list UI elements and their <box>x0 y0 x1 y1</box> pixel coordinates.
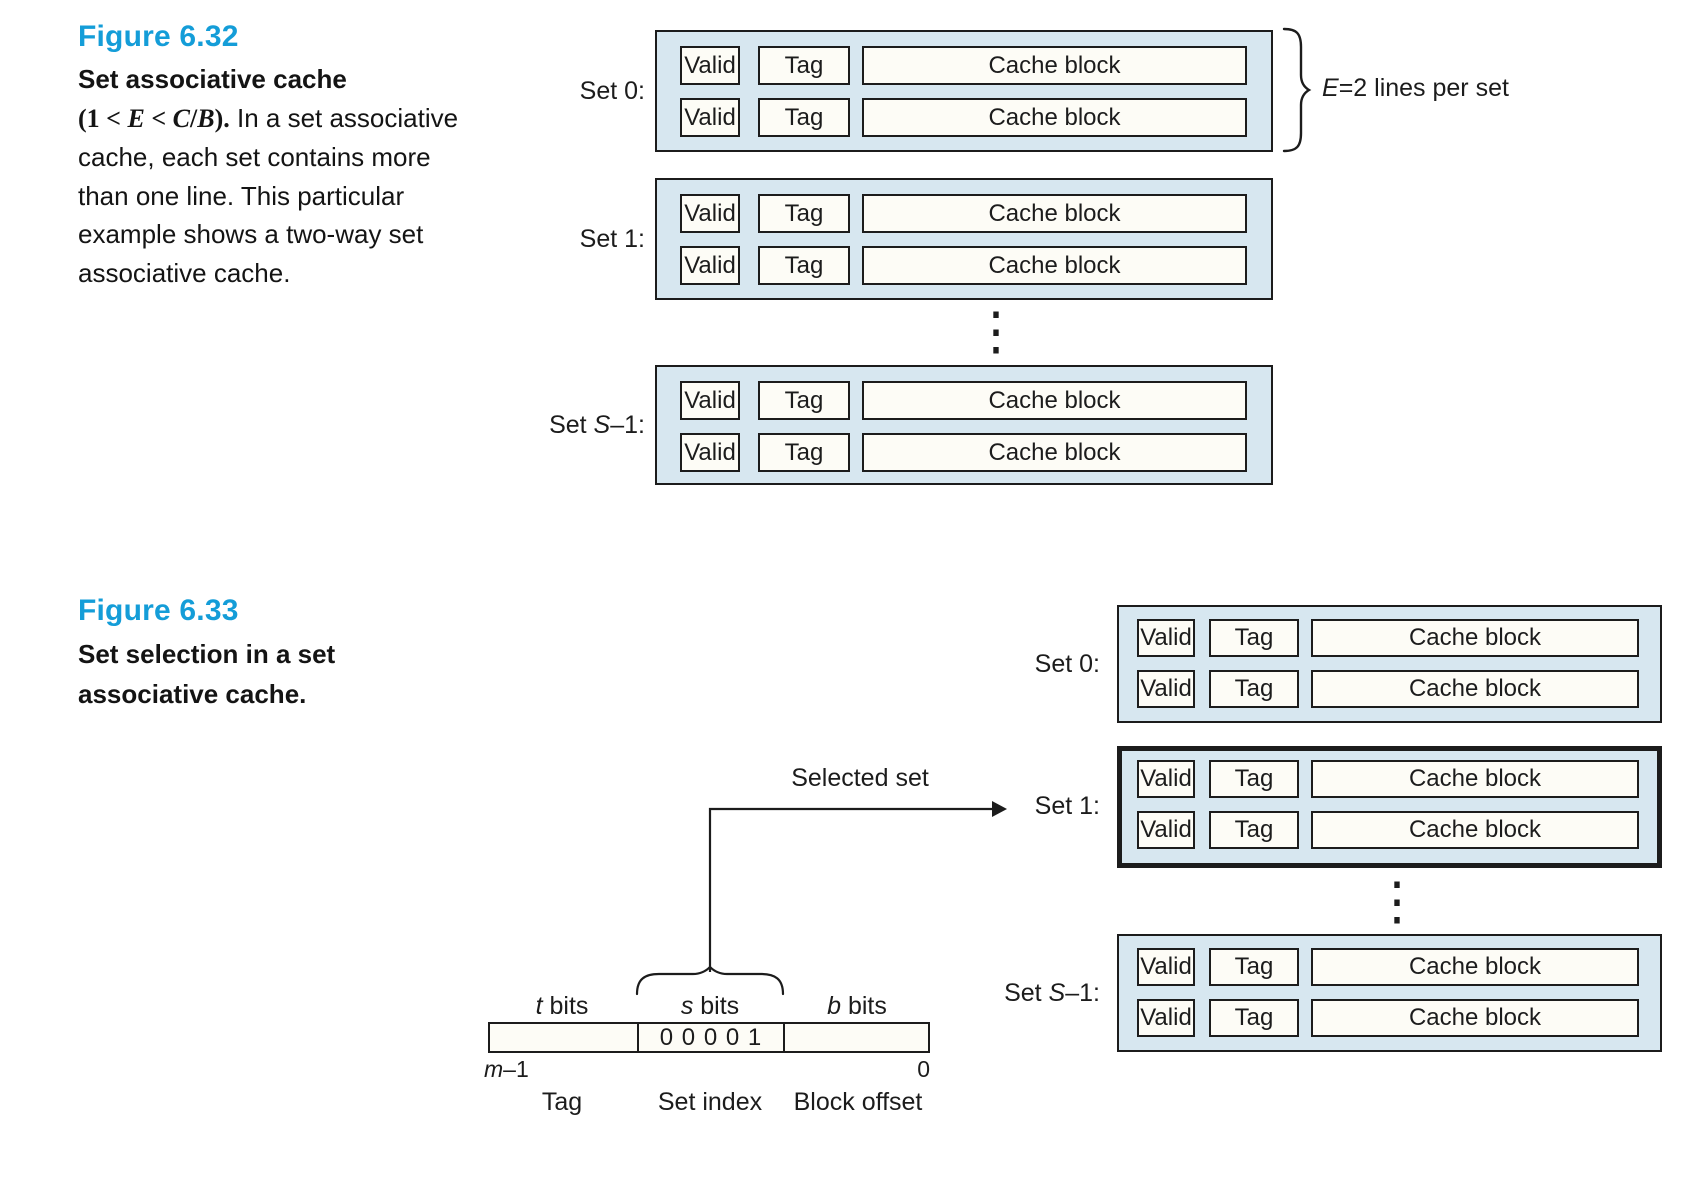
figure32-set1-box: Valid Tag Cache block Valid Tag Cache bl… <box>655 178 1273 300</box>
valid-cell: Valid <box>680 381 740 420</box>
tag-cell: Tag <box>758 381 850 420</box>
tag-cell: Tag <box>758 98 850 137</box>
tag-cell: Tag <box>1209 999 1299 1037</box>
figure32-setS-label: Set S–1: <box>549 411 645 439</box>
set-index-field: 0 0 0 0 1 <box>637 1024 785 1051</box>
cache-block-cell: Cache block <box>862 98 1247 137</box>
t-bits-label: t bits <box>535 992 589 1020</box>
lsb-index-label: 0 <box>917 1056 930 1082</box>
tag-cell: Tag <box>1209 811 1299 849</box>
address-bit-field: 0 0 0 0 1 <box>488 1022 930 1053</box>
valid-cell: Valid <box>680 433 740 472</box>
lines-per-set-label: E=2 lines per set <box>1322 74 1509 102</box>
figure33-setS-box: Valid Tag Cache block Valid Tag Cache bl… <box>1117 934 1662 1052</box>
tag-cell: Tag <box>1209 948 1299 986</box>
valid-cell: Valid <box>680 98 740 137</box>
tag-cell: Tag <box>758 194 850 233</box>
figure33-set0-label: Set 0: <box>1034 650 1100 678</box>
tag-part-label: Tag <box>541 1088 583 1116</box>
selected-set-label: Selected set <box>791 764 929 792</box>
cache-block-cell: Cache block <box>862 194 1247 233</box>
valid-cell: Valid <box>1137 760 1195 798</box>
figure33-setS-label: Set S–1: <box>1004 979 1100 1007</box>
s-bits-label: s bits <box>680 992 740 1020</box>
lines-per-set-brace <box>1282 27 1312 153</box>
valid-cell: Valid <box>1137 811 1195 849</box>
tag-cell: Tag <box>758 433 850 472</box>
figure32-caption: Set associative cache (1 < E < C/B). In a… <box>78 60 482 292</box>
valid-cell: Valid <box>1137 999 1195 1037</box>
figure32-caption-title: Set associative cache <box>78 64 347 94</box>
figure32-set0-label: Set 0: <box>579 77 645 105</box>
cache-block-cell: Cache block <box>1311 999 1639 1037</box>
valid-cell: Valid <box>680 246 740 285</box>
figure33-heading: Figure 6.33 <box>78 594 239 627</box>
block-offset-part-label: Block offset <box>793 1088 923 1116</box>
figure33-set1-box-selected: Valid Tag Cache block Valid Tag Cache bl… <box>1117 746 1662 868</box>
valid-cell: Valid <box>680 46 740 85</box>
figure33-set1-label: Set 1: <box>1034 792 1100 820</box>
figure32-heading: Figure 6.32 <box>78 20 239 53</box>
cache-block-cell: Cache block <box>1311 948 1639 986</box>
valid-cell: Valid <box>1137 948 1195 986</box>
cache-block-cell: Cache block <box>1311 760 1639 798</box>
valid-cell: Valid <box>1137 619 1195 657</box>
cache-block-cell: Cache block <box>1311 670 1639 708</box>
msb-index-label: m–1 <box>484 1056 529 1082</box>
cache-block-cell: Cache block <box>862 46 1247 85</box>
s-bits-brace <box>635 965 785 996</box>
tag-field <box>490 1024 637 1051</box>
figure32-set0-box: Valid Tag Cache block Valid Tag Cache bl… <box>655 30 1273 152</box>
selected-set-arrow <box>708 801 1007 972</box>
figure32-setS-box: Valid Tag Cache block Valid Tag Cache bl… <box>655 365 1273 485</box>
cache-block-cell: Cache block <box>862 246 1247 285</box>
block-offset-field <box>785 1024 928 1051</box>
tag-cell: Tag <box>1209 670 1299 708</box>
valid-cell: Valid <box>680 194 740 233</box>
tag-cell: Tag <box>1209 619 1299 657</box>
cache-block-cell: Cache block <box>1311 619 1639 657</box>
valid-cell: Valid <box>1137 670 1195 708</box>
vertical-ellipsis-icon: ⋮ <box>1371 873 1423 931</box>
figure32-set1-label: Set 1: <box>579 225 645 253</box>
vertical-ellipsis-icon: ⋮ <box>970 303 1022 361</box>
tag-cell: Tag <box>1209 760 1299 798</box>
tag-cell: Tag <box>758 46 850 85</box>
tag-cell: Tag <box>758 246 850 285</box>
cache-block-cell: Cache block <box>862 381 1247 420</box>
figure32-caption-math: (1 < E < C/B). <box>78 103 230 133</box>
set-index-part-label: Set index <box>657 1088 763 1116</box>
cache-block-cell: Cache block <box>862 433 1247 472</box>
cache-block-cell: Cache block <box>1311 811 1639 849</box>
figure33-set0-box: Valid Tag Cache block Valid Tag Cache bl… <box>1117 605 1662 723</box>
figure32-caption-text: In a set associative cache, each set con… <box>78 102 459 288</box>
b-bits-label: b bits <box>827 992 887 1020</box>
figure33-caption: Set selection in a set associative cache… <box>78 639 336 709</box>
